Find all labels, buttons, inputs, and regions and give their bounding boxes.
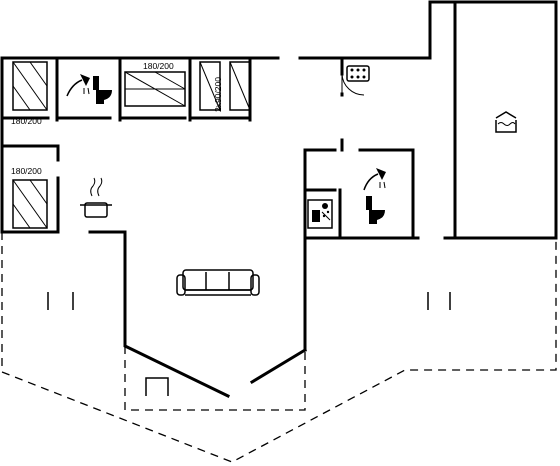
bed-lower-left xyxy=(12,179,48,229)
sauna-icon xyxy=(346,65,370,82)
washing-machine-icon xyxy=(307,199,333,229)
bed-size-label: 180/200 xyxy=(11,116,42,126)
bed-top-middle xyxy=(124,71,186,107)
cooking-pot-icon xyxy=(80,177,112,218)
terrace-outline xyxy=(1,232,557,463)
bed-twin xyxy=(199,61,251,111)
walls xyxy=(0,0,558,399)
bed-size-label: 2x90/200 xyxy=(213,77,223,112)
toilet-icon xyxy=(93,76,112,104)
shower-icon xyxy=(363,168,386,191)
bed-size-label: 180/200 xyxy=(143,61,174,71)
sofa-icon xyxy=(176,269,260,296)
toilet-icon xyxy=(366,196,385,224)
door-swing-icon xyxy=(341,73,365,96)
terrace-posts xyxy=(47,292,451,396)
bed-top-left xyxy=(12,61,48,111)
bed-size-label: 180/200 xyxy=(11,166,42,176)
pool-icon xyxy=(495,111,517,133)
shower-icon xyxy=(66,74,90,97)
